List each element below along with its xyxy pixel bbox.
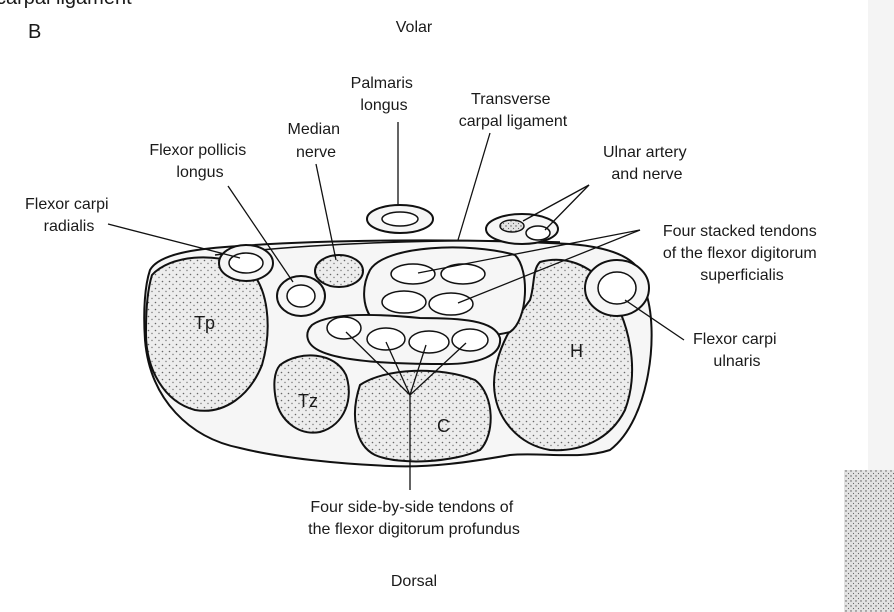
page-edge-texture	[844, 470, 894, 612]
flexor-pollicis-longus-core	[286, 284, 316, 308]
header-fragment: carpal ligament	[0, 0, 132, 9]
trapezoid-label: Tz	[298, 391, 318, 411]
fds-tendon-4	[428, 292, 474, 316]
leader-median-nerve	[315, 163, 337, 261]
label-flexor-carpi-radialis: Flexor carpi radialis	[25, 196, 113, 235]
label-fds-tendons: Four stacked tendons of the flexor digit…	[663, 223, 821, 284]
leader-fpl	[227, 185, 294, 283]
dorsal-label: Dorsal	[391, 573, 437, 590]
leader-lines	[107, 122, 685, 490]
leader-fds-1	[417, 229, 641, 274]
fdp-tendon-4	[451, 328, 489, 352]
hamate-label: H	[570, 341, 583, 361]
leader-transverse-ligament	[457, 132, 491, 241]
label-palmaris-longus: Palmaris longus	[351, 75, 418, 114]
leader-fds-2	[457, 229, 641, 304]
palmaris-longus-core	[381, 211, 419, 227]
capitate-label: C	[437, 416, 450, 436]
flexor-carpi-ulnaris-core	[597, 271, 637, 305]
panel-label: B	[28, 21, 41, 43]
trapezium-label: Tp	[194, 313, 215, 333]
volar-label: Volar	[396, 19, 433, 36]
fds-tendon-3	[381, 290, 427, 314]
median-nerve	[314, 254, 364, 288]
leader-fdp-2	[385, 341, 411, 396]
label-median-nerve: Median nerve	[288, 121, 345, 161]
ulnar-artery	[525, 225, 551, 241]
label-flexor-pollicis-longus: Flexor pollicis longus	[149, 142, 250, 181]
label-flexor-carpi-ulnaris: Flexor carpi ulnaris	[693, 331, 781, 370]
leader-ulnar-2	[544, 184, 590, 231]
trapezoid-bone	[273, 354, 350, 434]
label-transverse-carpal-ligament: Transverse carpal ligament	[459, 91, 568, 130]
leader-fcr	[107, 223, 241, 259]
leader-fcu	[624, 299, 685, 341]
leader-fdp-1	[345, 331, 411, 396]
leader-fdp-3	[409, 344, 427, 396]
fdp-tendon-1	[326, 316, 362, 340]
label-fdp-tendons: Four side-by-side tendons of the flexor …	[308, 499, 520, 538]
leader-ulnar-1	[522, 184, 590, 222]
fdp-tendon-2	[366, 327, 406, 351]
leader-fdp-4	[409, 342, 467, 396]
fdp-tendon-3	[408, 330, 450, 354]
capitate-bone	[354, 369, 492, 463]
fds-tendon-1	[390, 263, 436, 285]
label-ulnar-artery-nerve: Ulnar artery and nerve	[603, 144, 691, 183]
ulnar-nerve	[499, 219, 525, 233]
